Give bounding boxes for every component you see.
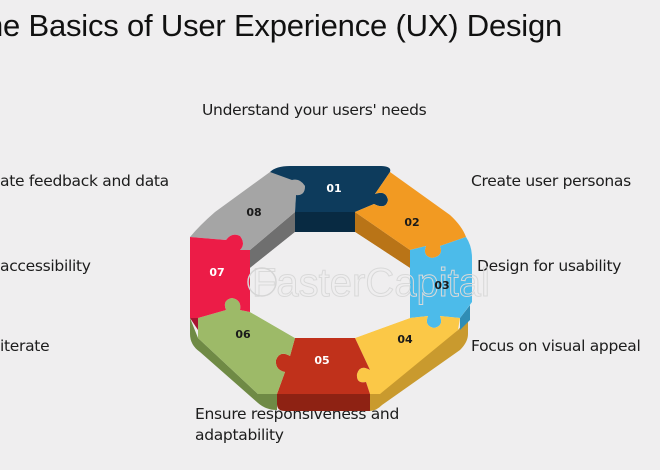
piece-02 <box>355 172 466 258</box>
piece-07 <box>190 234 250 318</box>
piece-01 <box>270 166 391 212</box>
inner-hole <box>250 232 410 338</box>
piece-08 <box>190 172 305 250</box>
piece-num-03: 03 <box>434 279 449 292</box>
piece-num-08: 08 <box>246 206 261 219</box>
piece-num-07: 07 <box>209 266 224 279</box>
piece-num-01: 01 <box>326 182 341 195</box>
piece-num-05: 05 <box>314 354 329 367</box>
piece-num-06: 06 <box>235 328 251 341</box>
piece-num-04: 04 <box>397 333 413 346</box>
piece-04 <box>355 316 460 394</box>
step-label-06: iterate <box>0 337 50 355</box>
page-title: he Basics of User Experience (UX) Design <box>0 8 563 43</box>
step-label-08: ate feedback and data <box>0 172 169 190</box>
step-label-04: Focus on visual appeal <box>471 337 641 355</box>
piece-05 <box>275 338 370 394</box>
step-label-07: accessibility <box>0 257 91 275</box>
step-label-03: Design for usability <box>477 257 622 275</box>
piece-03 <box>410 237 472 328</box>
inner-walls <box>250 212 410 268</box>
step-label-01: Understand your users' needs <box>202 101 427 119</box>
piece-num-02: 02 <box>404 216 419 229</box>
step-label-02: Create user personas <box>471 172 631 190</box>
piece-06 <box>198 298 295 394</box>
gear-icon <box>247 267 277 297</box>
watermark-text: FasterCapital <box>252 261 490 305</box>
